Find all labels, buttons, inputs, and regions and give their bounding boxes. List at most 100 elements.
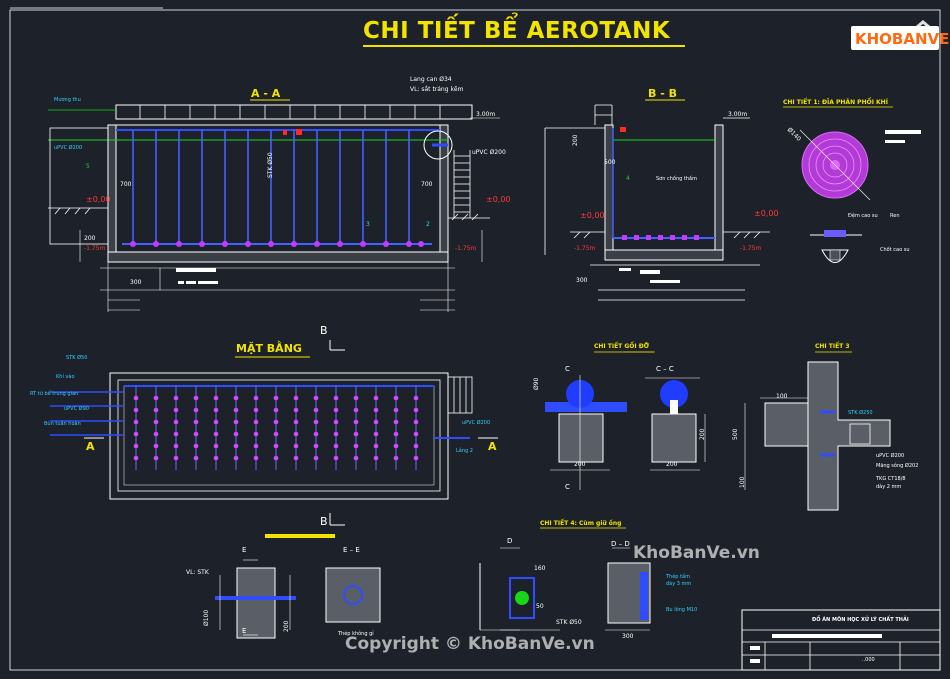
watermark-site: KhoBanVe.vn: [633, 543, 760, 563]
detail-4: [479, 527, 651, 631]
section-bb: [544, 99, 770, 301]
detail-goi-do: [545, 351, 706, 490]
plan-view: [50, 340, 498, 538]
dim-700-left: 700: [120, 181, 132, 188]
detail-1-note-pin: Chốt cao su: [880, 247, 910, 253]
watermark-copyright: Copyright © KhoBanVe.vn: [345, 634, 595, 654]
dim-300-bb: 300: [576, 277, 588, 284]
section-bb-label: B - B: [648, 87, 677, 100]
detail-1-note-gasket: Đệm cao su: [848, 213, 878, 219]
plan-marker-b-top: B: [320, 324, 328, 337]
goi-do-dim-phi: Ø90: [533, 377, 540, 390]
dim-200-bb: 200: [572, 134, 579, 146]
plan-marker-a-right: A: [488, 440, 497, 453]
dim-700-right: 700: [421, 181, 433, 188]
note-railing: Lang can Ø34: [410, 76, 452, 83]
goi-do-marker-bottom: C: [565, 483, 570, 491]
khobanve-logo: KHOBANVE: [851, 18, 949, 52]
level-zero-left-bb: ±0,00: [580, 211, 605, 220]
plan-note-upvc: uPVC Ø90: [64, 406, 89, 412]
note-stk-50: STK Ø50: [267, 152, 274, 178]
detail-3-note-tkg: TKG CT18/8: [876, 476, 906, 482]
ee-dim-phi: Ø100: [203, 609, 210, 626]
drawing-title: CHI TIẾT BỂ AEROTANK: [363, 18, 671, 44]
detail-3-dim-100a: 100: [776, 393, 788, 400]
plan-note-out: Lắng 2: [456, 448, 473, 454]
plan-marker-b-bottom: B: [320, 515, 328, 528]
goi-do-dim-a: 200: [574, 461, 586, 468]
detail-4-note-plate-2: dày 3 mm: [666, 581, 692, 587]
detail-4-note-plate-1: Thép tấm: [666, 574, 690, 580]
titleblock-code: ..000: [862, 657, 875, 663]
plan-note-out-pipe: uPVC Ø200: [462, 420, 491, 426]
note-left-channel: Mương thu: [54, 97, 81, 103]
detail-4-note-stk: STK Ø50: [556, 619, 582, 626]
ee-note-stk: VL: STK: [186, 569, 209, 576]
detail-3-note-sleeve: Măng sông Ø202: [876, 463, 919, 469]
note-paint: Sơn chống thấm: [656, 176, 697, 182]
detail-1-note-thread: Ren: [890, 213, 900, 219]
ee-note-plate: Thép không gỉ: [338, 631, 374, 637]
detail-4-dim-300: 300: [622, 633, 634, 640]
level-bottom-right-aa: -1.75m: [455, 245, 477, 252]
titleblock-project: ĐỒ ÁN MÔN HỌC XỬ LÝ CHẤT THẢI: [812, 617, 909, 623]
callout-4: 4: [626, 175, 630, 182]
detail-4-dim-50: 50: [536, 603, 544, 610]
dim-200-aa: 200: [84, 235, 96, 242]
level-zero-right-aa: ±0,00: [486, 195, 511, 204]
plan-note-stk: STK Ø50: [66, 355, 88, 361]
note-walkway: VL: sắt tráng kẽm: [410, 86, 464, 93]
detail-3-note-stk: STK Ø250: [848, 410, 873, 416]
section-aa-label: A - A: [251, 87, 281, 100]
level-top-bb: 3.00m: [728, 111, 748, 118]
ee-marker-top: E: [242, 546, 247, 554]
callout-2: 2: [426, 221, 430, 228]
detail-4-note-bolt: Bu lông M10: [666, 607, 698, 613]
ee-dim-200: 200: [283, 620, 290, 632]
level-bottom-left-aa: -1.75m: [84, 245, 106, 252]
title-block: [741, 609, 941, 671]
detail-3-note-upvc: uPVC Ø200: [876, 453, 905, 459]
goi-do-dim-b: 200: [666, 461, 678, 468]
detail-ee: [215, 559, 381, 639]
title-underline: [363, 45, 685, 47]
logo-text: KHOBANVE: [855, 30, 950, 48]
note-upvc-200: uPVC Ø200: [472, 149, 506, 156]
callout-3: 3: [366, 221, 370, 228]
level-zero-right-bb: ±0,00: [754, 209, 779, 218]
detail-3: [744, 351, 891, 511]
detail-3-title: CHI TIẾT 3: [815, 343, 850, 350]
plan-marker-a-left: A: [86, 440, 95, 453]
ee-section: E – E: [343, 546, 360, 554]
callout-5: 5: [86, 163, 90, 170]
section-aa: [48, 99, 500, 312]
level-zero-left-aa: ±0,00: [86, 195, 111, 204]
goi-do-section: C – C: [656, 365, 674, 373]
detail-3-dim-500: 500: [732, 428, 739, 440]
plan-note-sludge: Bùn tuần hoàn: [44, 421, 81, 427]
level-bottom-left-bb: -1.75m: [574, 245, 596, 252]
plan-note-air: Khí vào: [56, 374, 75, 380]
dim-300-aa: 300: [130, 279, 142, 286]
goi-do-dim-c: 200: [699, 428, 706, 440]
plan-note-rt: RT từ bể trung gian: [30, 391, 79, 397]
detail-4-dim-160: 160: [534, 565, 546, 572]
level-bottom-right-bb: -1.75m: [740, 245, 762, 252]
house-logo-icon: [851, 20, 939, 50]
plan-label: MẶT BẰNG: [236, 342, 302, 355]
ee-marker-bottom: E: [242, 627, 247, 635]
goi-do-marker-top: C: [565, 365, 570, 373]
detail-1-disc: [783, 106, 921, 263]
dim-500-bb: 500: [604, 159, 616, 166]
level-top-aa: 3.00m: [476, 111, 496, 118]
detail-4-marker: D: [507, 537, 513, 545]
note-left-upvc: uPVC Ø200: [54, 145, 83, 151]
goi-do-title: CHI TIẾT GỐI ĐỠ: [594, 343, 649, 350]
detail-1-title: CHI TIẾT 1: ĐĨA PHÂN PHỐI KHÍ: [783, 99, 888, 106]
detail-4-section: D – D: [611, 540, 630, 548]
detail-4-title: CHI TIẾT 4: Cùm giữ ống: [540, 520, 622, 527]
detail-3-dim-100b: 100: [739, 476, 746, 488]
detail-3-note-thk: dày 2 mm: [876, 484, 902, 490]
